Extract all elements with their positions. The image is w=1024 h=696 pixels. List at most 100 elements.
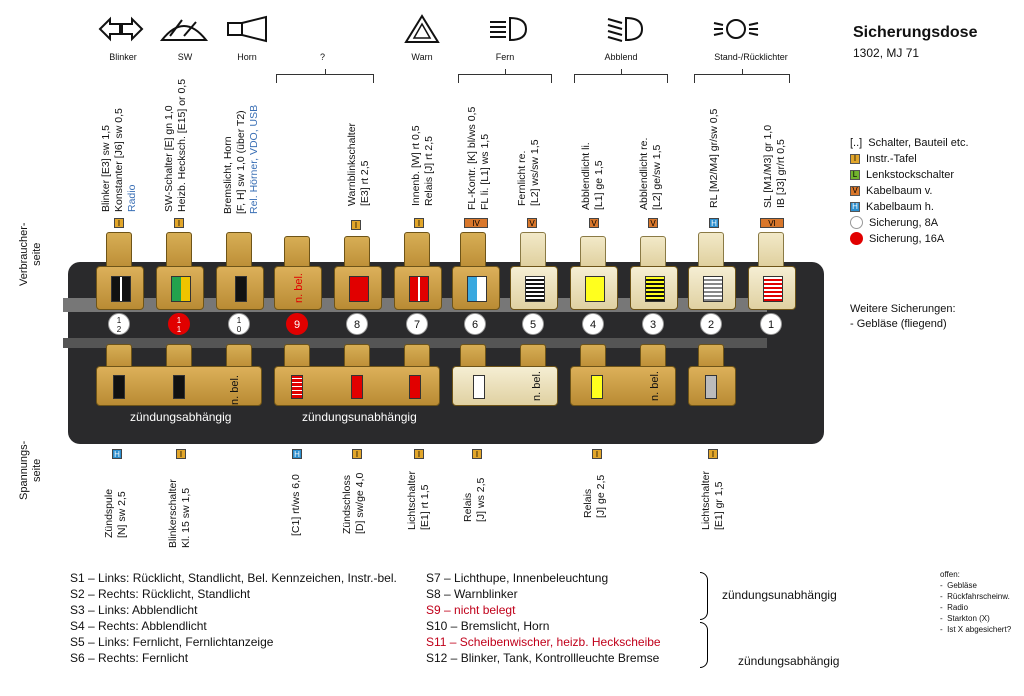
legend-key: I xyxy=(850,154,860,164)
page-subtitle: 1302, MJ 71 xyxy=(853,46,920,60)
tag-instr: I xyxy=(174,218,184,228)
legend-item: V Kabelbaum v. xyxy=(850,185,932,197)
fuse-6[interactable] xyxy=(452,266,500,310)
circuit-item: S11 – Scheibenwischer, heizb. Heckscheib… xyxy=(426,635,661,649)
tag-harness-front: V xyxy=(527,218,537,228)
low-beam-icon xyxy=(607,16,644,42)
fuse-4[interactable] xyxy=(570,266,618,310)
circuit-item: S6 – Rechts: Fernlicht xyxy=(70,651,189,665)
symbol-label: Blinker xyxy=(109,52,137,62)
tag-harness-rear: H xyxy=(112,449,122,459)
group-unabhaengig: zündungsunabhängig xyxy=(722,588,837,602)
legend-text: Sicherung, 8A xyxy=(869,216,939,229)
circuit-item: S3 – Links: Abblendlicht xyxy=(70,603,198,617)
top-label-4: Abblendlicht li.[L1] ge 1,5 xyxy=(580,142,605,210)
circuit-item: S5 – Links: Fernlicht, Fernlichtanzeige xyxy=(70,635,274,649)
legend-text: Kabelbaum h. xyxy=(866,201,934,213)
further-title: Weitere Sicherungen: xyxy=(850,303,956,315)
bottom-label-lichtschalter-gr: Lichtschalter[E1] gr 1,5 xyxy=(700,471,725,530)
brace-abhaengig xyxy=(700,622,708,668)
group-label-left: zündungsabhängig xyxy=(130,410,232,424)
tag-instr: I xyxy=(176,449,186,459)
group-label-right: zündungsunabhängig xyxy=(302,410,417,424)
circuit-item: S10 – Bremslicht, Horn xyxy=(426,619,550,633)
top-label-8: Warnblinkschalter[E3] rt 2,5 xyxy=(346,122,371,206)
tag-harness-front: V xyxy=(648,218,658,228)
fuse-16a-swatch xyxy=(850,232,863,245)
circuit-item: S1 – Links: Rücklicht, Standlicht, Bel. … xyxy=(70,571,397,585)
not-used-label: n. bel. xyxy=(293,273,305,303)
fuse-3[interactable] xyxy=(630,266,678,310)
top-label-3: Abblendlicht re.[L2] ge/sw 1,5 xyxy=(638,137,663,210)
fuse-number: 7 xyxy=(406,313,428,335)
legend-item: H Kabelbaum h. xyxy=(850,201,934,213)
tag-instr: I xyxy=(351,220,361,230)
bracket-question xyxy=(276,69,374,83)
symbol-label: Stand-/Rücklichter xyxy=(714,52,788,62)
legend-item: Sicherung, 8A xyxy=(850,216,938,229)
lower-bus-abblend: n. bel. xyxy=(570,366,676,406)
fuse-8[interactable] xyxy=(334,266,382,310)
tag-harness-rear: H xyxy=(709,218,719,228)
lower-bus-left: n. bel. xyxy=(96,366,262,406)
fuse-number: 4 xyxy=(582,313,604,335)
bottom-label-c1: [C1] rt/ws 6,0 xyxy=(290,474,302,536)
fuse-9[interactable]: n. bel. xyxy=(274,266,322,310)
circuit-item: S4 – Rechts: Abblendlicht xyxy=(70,619,207,633)
fuse-10[interactable] xyxy=(216,266,264,310)
tag-harness-rear: H xyxy=(292,449,302,459)
fuse-12[interactable] xyxy=(96,266,144,310)
bracket-abblend xyxy=(574,69,668,83)
fuse-number: 8 xyxy=(346,313,368,335)
page-title: Sicherungsdose xyxy=(853,24,978,41)
symbol-label: SW xyxy=(177,52,193,62)
legend-text: Instr.-Tafel xyxy=(866,153,917,165)
brace-unabhaengig xyxy=(700,572,708,620)
open-item: Gebläse xyxy=(947,581,977,590)
legend-key: H xyxy=(850,202,860,212)
fuse-11[interactable] xyxy=(156,266,204,310)
bottom-label-lichtschalter-rt: Lichtschalter[E1] rt 1,5 xyxy=(406,471,431,530)
horn-icon xyxy=(227,15,267,43)
lower-bus-fern: n. bel. xyxy=(452,366,558,406)
tag-instr: I xyxy=(352,449,362,459)
not-used-label: n. bel. xyxy=(649,371,661,401)
open-item: Rückfahrscheinw. xyxy=(947,592,1010,601)
lower-bus-stand xyxy=(688,366,736,406)
fuse-number: 3 xyxy=(642,313,664,335)
legend-text: Lenkstockschalter xyxy=(866,169,955,181)
top-label-5: Fernlicht re.[L2] ws/sw 1,5 xyxy=(516,139,541,206)
hazard-triangle-icon xyxy=(404,14,440,43)
legend-item: L Lenkstockschalter xyxy=(850,169,954,181)
fuse-7[interactable] xyxy=(394,266,442,310)
legend-key: L xyxy=(850,170,860,180)
open-item: Starkton (X) xyxy=(947,614,990,623)
top-label-2: RL [M2/M4] gr/sw 0,5 xyxy=(708,108,720,208)
tag-instr: I xyxy=(414,218,424,228)
fuse-number: 1 xyxy=(760,313,782,335)
fuse-rail-mid xyxy=(63,338,767,348)
circuit-item: S9 – nicht belegt xyxy=(426,603,516,617)
fuse-2[interactable] xyxy=(688,266,736,310)
circuit-item: S12 – Blinker, Tank, Kontrollleuchte Bre… xyxy=(426,651,660,665)
symbol-label: Warn xyxy=(411,52,433,62)
bracket-stand xyxy=(694,69,790,83)
fuse-number: 9 xyxy=(286,313,308,335)
parking-light-icon xyxy=(713,19,759,39)
fuse-1[interactable] xyxy=(748,266,796,310)
group-abhaengig: zündungsabhängig xyxy=(738,654,840,668)
windshield-wiper-icon xyxy=(159,19,209,41)
legend-key: V xyxy=(850,186,860,196)
legend-text: Kabelbaum v. xyxy=(866,185,933,197)
fuse-number: 6 xyxy=(464,313,486,335)
tag-harness-instr: VI xyxy=(760,218,784,228)
symbol-label: Abblend xyxy=(604,52,638,62)
fuse-5[interactable] xyxy=(510,266,558,310)
tag-instr-harness: IV xyxy=(464,218,488,228)
